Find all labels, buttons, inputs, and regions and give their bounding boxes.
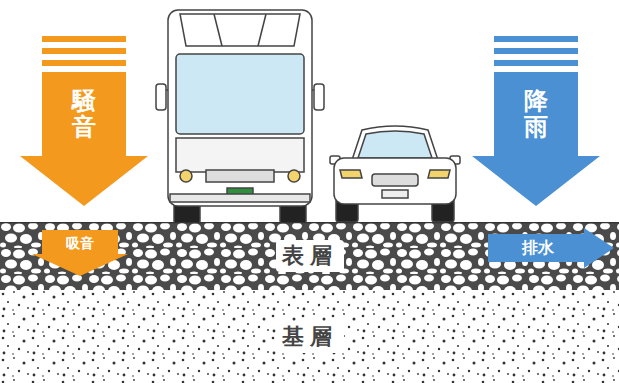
surface-layer: 表層 吸音 排水 xyxy=(0,222,619,290)
rain-arrow: 降雨 xyxy=(472,36,600,206)
bus xyxy=(156,10,324,224)
layer-label: 吸音 xyxy=(66,234,94,253)
layer-label: 基層 xyxy=(276,321,344,353)
drain-arrow: 排水 xyxy=(488,228,614,268)
layer-label: 排水 xyxy=(522,238,554,259)
layer-label: 騒音 xyxy=(72,88,96,141)
layer-label: 表層 xyxy=(276,240,344,272)
base-layer: 基層 xyxy=(0,290,619,383)
car xyxy=(330,126,460,222)
layer-label: 降雨 xyxy=(524,88,548,141)
absorb-arrow: 吸音 xyxy=(32,230,128,276)
noise-arrow: 騒音 xyxy=(20,36,148,206)
